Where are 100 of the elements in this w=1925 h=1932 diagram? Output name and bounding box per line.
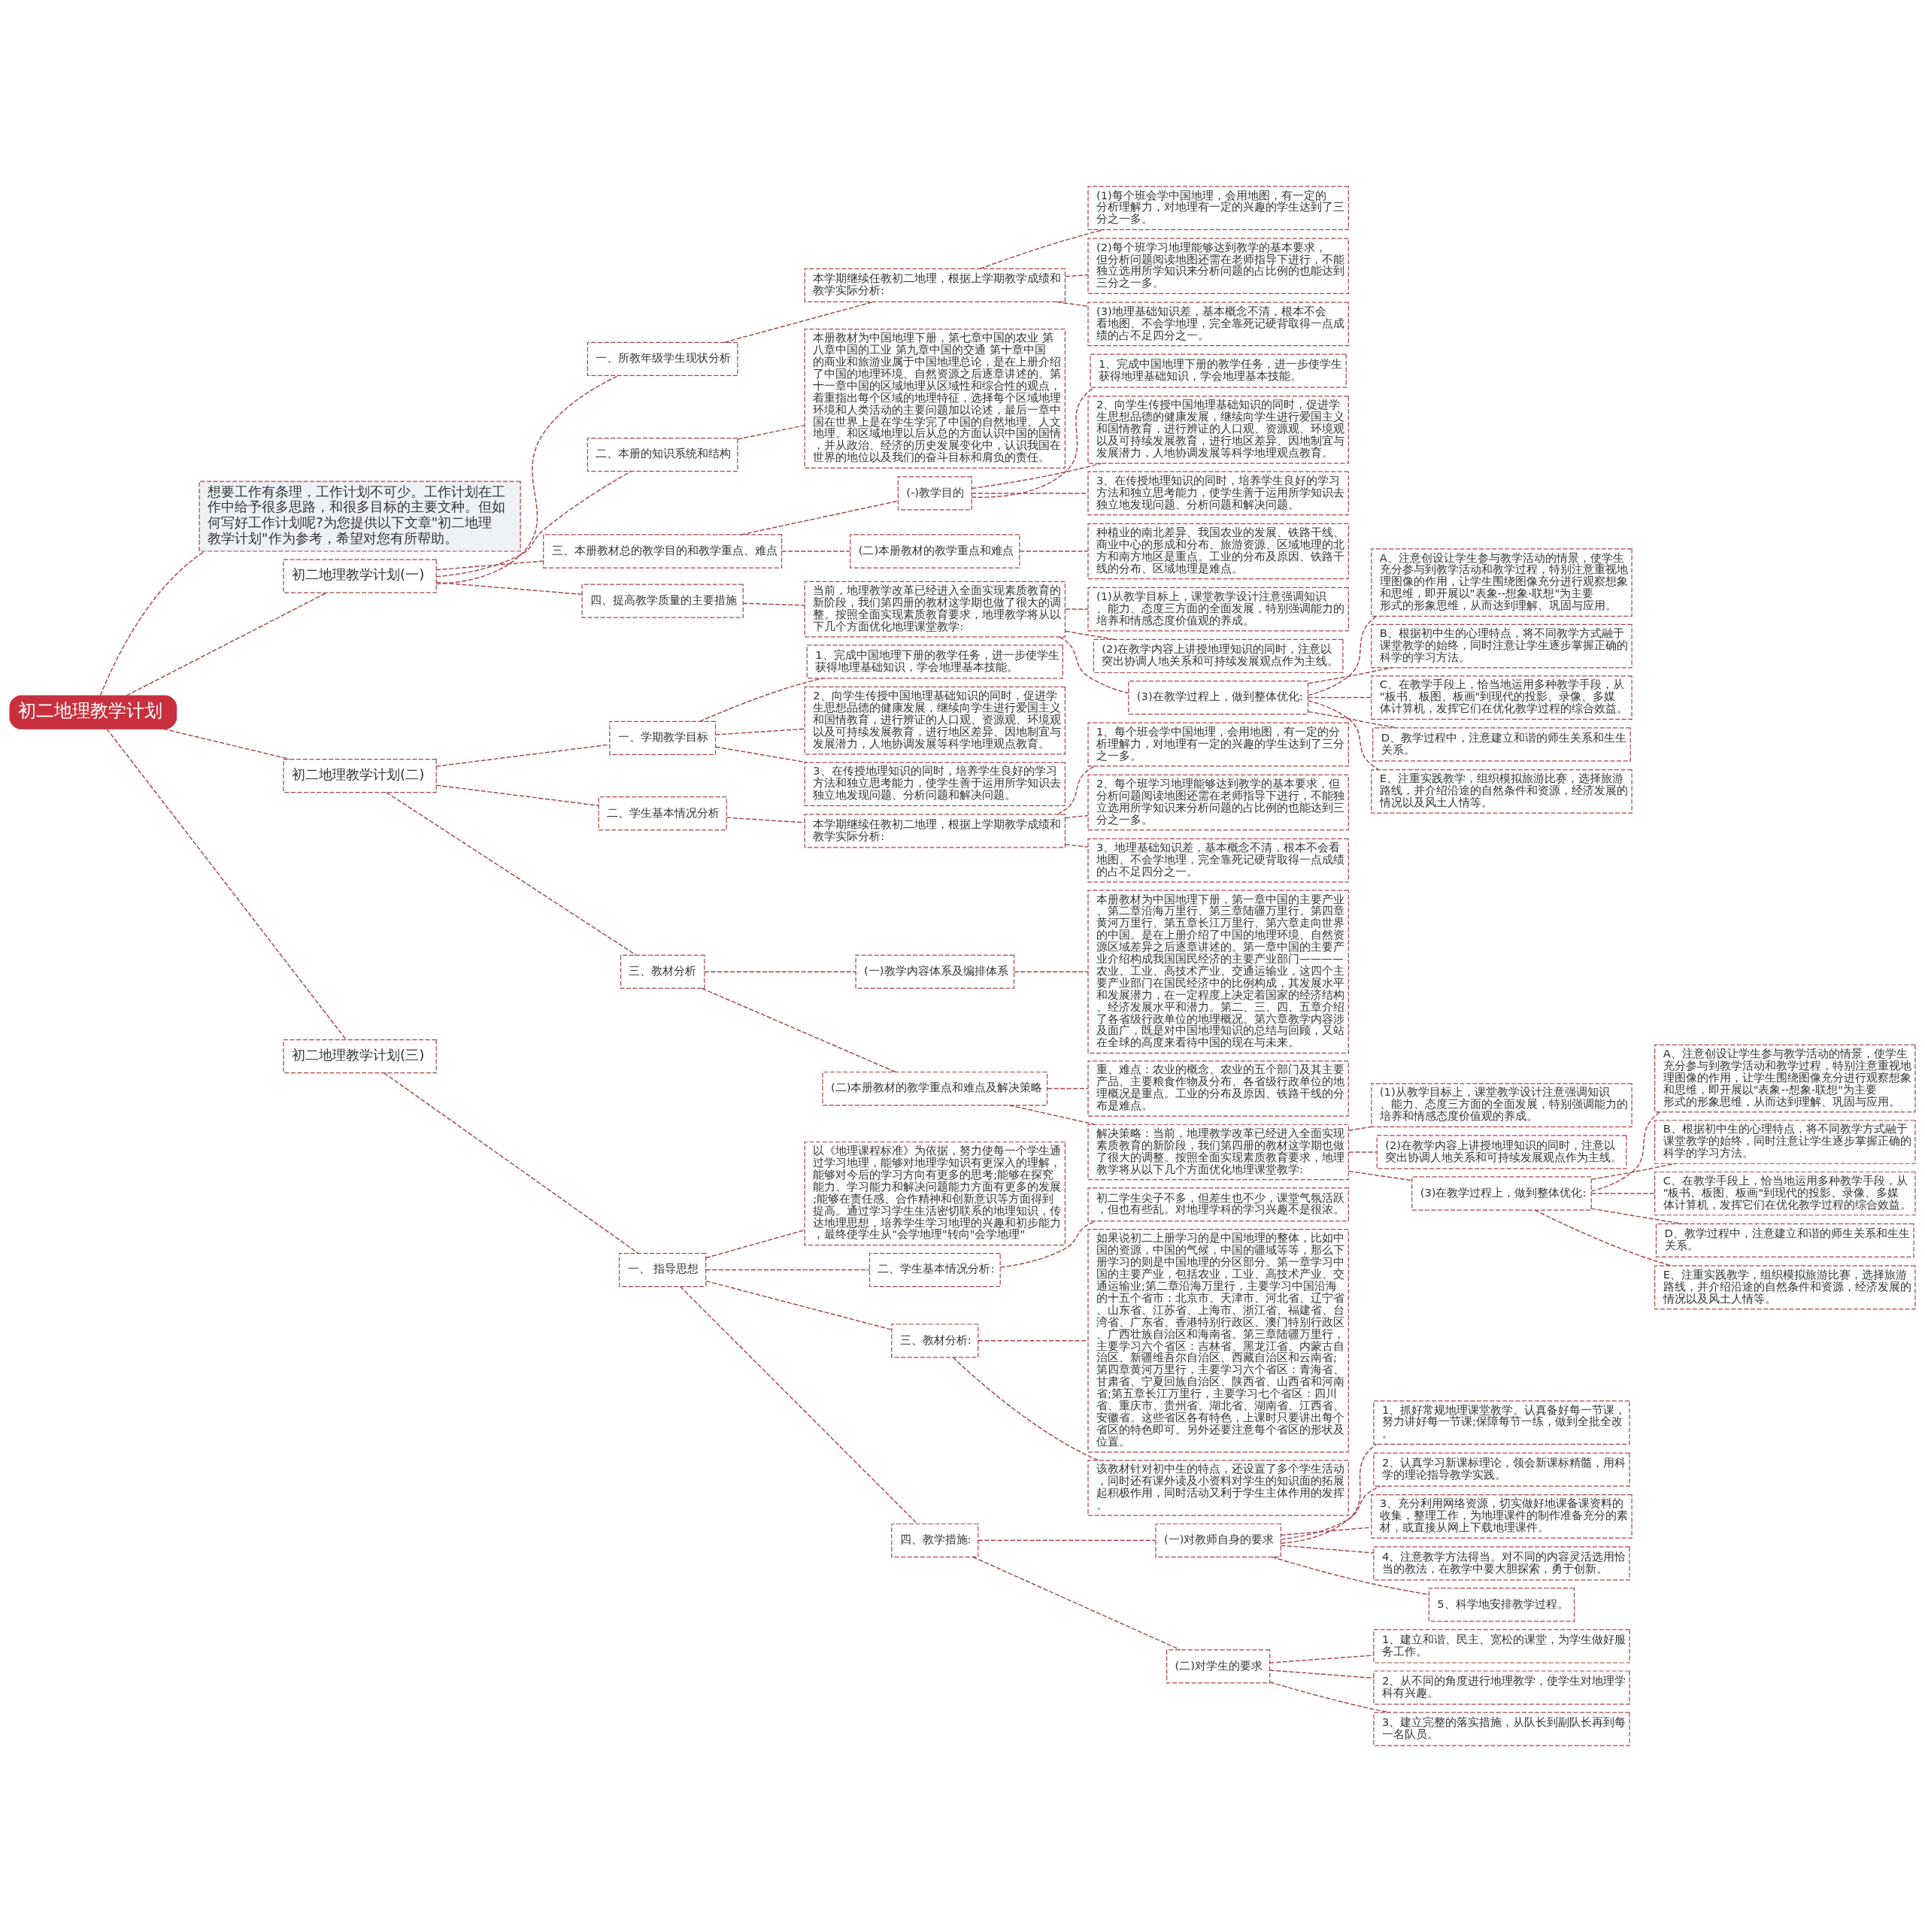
node-box: (二)本册教材的教学重点和难点及解决策略 [822, 1071, 1048, 1106]
connector [1008, 1104, 1096, 1125]
connector [978, 1539, 1157, 1541]
node-box: (2)在教学内容上讲授地理知识的同时，注意以突出协调人地关系和可持续发展观点作为主线。 [1093, 638, 1344, 674]
connector [1590, 1193, 1656, 1194]
connector [1280, 1527, 1372, 1536]
connector [701, 987, 896, 1072]
node-box: 四、教学措施: [891, 1523, 979, 1557]
connector [435, 581, 583, 596]
connector [1281, 1443, 1378, 1544]
node-box: 5、科学地安排教学过程。 [1428, 1588, 1575, 1622]
node-box: 初二地理教学计划 [9, 695, 177, 729]
node-box: 本学期继续任教初二地理，根据上学期教学成绩和教学实际分析: [804, 814, 1066, 848]
node-box: 当前，地理教学改革已经进入全面实现素质教育的新阶段，我们第四册的教材这学期也做了很大的调整。按照全面实现素质教育要求，地理教学将从以下几个方面优化地理课堂教学: [804, 581, 1066, 638]
connector [1019, 550, 1089, 552]
connector [126, 592, 328, 696]
node-box: 如果说初二上册学习的是中国地理的整体，比如中国的资源，中国的气候，中国的疆域等等，那么下册学习的则是中国地理的分区部分。第一章学习中国的主要产业，包括农业，工业、高技术产业、交通运输业;第二章沿海万里行，主要学习中国沿海的十五个省市：北京市、天津市、河北省、辽宁省、山东省、江苏省、上海市、浙江省、福建省、台湾省、广东省、香港特别行政区、澳门特别行政区、广西壮族自治区和海南省。第三章陆疆万里行，主要学习六个省区：吉林省、黑龙江省、内蒙古自治区、新疆维吾尔自治区、西藏自治区和云南省;第四章黄河万里行，主要学习六个省区：青海省、甘肃省、宁夏回族自治区、陕西省、山西省和河南省;第五章长江万里行，主要学习七个省区：四川省、重庆市、贵州省、湖北省、湖南省、江西省、安徽省。这些省区各有特色，上课时只要讲出每个省区的特色即可。另外还要注意每个省区的形状及位置。 [1087, 1229, 1349, 1453]
connector [1590, 1208, 1684, 1225]
connector [1065, 608, 1089, 610]
node-box: B、根据初中生的心理特点，将不同教学方式融于课堂教学的始终，同时注意让学生逐步掌握正确的科学的学习方法。 [1654, 1120, 1916, 1164]
connector [1065, 274, 1089, 278]
connector [971, 463, 1102, 490]
node-box: 2、每个班学习地理能够达到教学的基本要求，但分析问题阅读地图还需在老师指导下进行，不能独立选用所学知识来分析问题的占比例的也能达到三分之一多。 [1087, 774, 1349, 831]
node-box: D、教学过程中，注意建立和谐的师生关系和生生关系。 [1372, 727, 1631, 762]
connector [737, 424, 805, 440]
connector [979, 229, 1105, 270]
node-box: 一、所教年级学生现状分析 [587, 341, 738, 376]
node-box: 以《地理课程标准》为依据，努力使每一个学生通过学习地理，能够对地理学知识有更深入的理解，能够对今后的学习方向有更多的思考;能够在探究能力、学习能力和解决问题能力方面有更多的发展;能够在责任感、合作精神和创新意识等方面得到提高。通过学习学生生活密切联系的地理知识，传达地理思想，培养学生学习地理的兴趣和初步能力，最终使学生从"会学地理"转向"会学地理" [804, 1141, 1066, 1246]
connector [715, 728, 805, 735]
node-box: (3)在教学过程上，做到整体优化: [1411, 1176, 1592, 1211]
node-box: 一、 指导思想 [619, 1252, 707, 1287]
node-box: (3)在教学过程上，做到整体优化: [1128, 680, 1309, 715]
node-box: 初二学生尖子不多，但差生也不少，课堂气氛活跃，但也有些乱。对地理学科的学习兴趣不是很浓。 [1087, 1187, 1349, 1222]
connector [1307, 700, 1379, 771]
connector [1269, 1654, 1375, 1664]
connector [1534, 1209, 1672, 1266]
node-box: 重、难点：农业的概念、农业的五个部门及其主要产品、主要粮食作物及分布、各省级行政单位的地理概况是重点。工业的分布及原因、铁路干线的分布是难点。 [1087, 1060, 1349, 1117]
node-box: 2、向学生传授中国地理基础知识的同时，促进学生思想品德的健康发展，继续向学生进行爱国主义和国情教育，进行辨证的人口观、资源观、环境观以及可持续发展教育，进行地区差异、因地制宜与发展潜力，人地协调发展等科学地理观点教育。 [1087, 396, 1349, 464]
connector [435, 375, 620, 585]
node-box: 种植业的南北差异、我国农业的发展、铁路干线、商业中心的形成和分布、旅游资源、区域地理的北方和南方地区是重点。工业的分布及原因、铁路干线的分布、区域地理是难点。 [1087, 523, 1349, 580]
node-box: C、在教学手段上，恰当地运用多种教学手段，从"板书、板图、板画"到现代的投影、录像、多媒体计算机，发挥它们在优化教学过程的综合效益。 [1371, 675, 1632, 720]
node-box: 3、地理基础知识差，基本概念不清，根本不会看地图、不会学地理，完全靠死记硬背取得一点成绩的占不足四分之一。 [1087, 838, 1349, 883]
connector [435, 470, 632, 578]
node-box: (1)每个班会学中国地理，会用地图，有一定的分析理解力，对地理有一定的兴趣的学生达到了三分之一多。 [1087, 186, 1349, 230]
node-box: (1)从教学目标上，课堂教学设计注意强调知识、能力、态度三方面的全面发展，特别强调能力的培养和情感态度价值观的养成。 [1371, 1083, 1632, 1127]
node-box: 三、本册教材总的教学目的和教学重点、难点 [543, 534, 783, 569]
node-box: 初二地理教学计划(二) [283, 758, 437, 793]
node-box: 该教材针对初中生的特点，还设置了多个学生活动，同时还有课外读及小资料对学生的知识面的拓展起积极作用，同时活动又利于学生主体作用的发挥。 [1087, 1460, 1349, 1516]
node-box: 三、教材分析: [891, 1324, 979, 1358]
node-box: (2)每个班学习地理能够达到教学的基本要求，但分析问题阅读地图还需在老师指导下进行，不能独立选用所学知识来分析问题的占比例的也能达到三分之一多。 [1087, 238, 1349, 295]
connector [972, 1556, 1181, 1651]
connector [1057, 766, 1095, 815]
node-box: E、注重实践教学，组织模拟旅游比赛，选择旅游路线，并介绍沿途的自然条件和资源，经济发展的情况以及风土人情等。 [1654, 1265, 1916, 1310]
node-box: (二)本册教材的教学重点和难点 [850, 534, 1020, 569]
connector [1047, 1087, 1089, 1090]
node-box: 2、从不同的角度进行地理教学，使学生对地理学科有兴趣。 [1373, 1670, 1630, 1705]
connector [1059, 636, 1129, 694]
connector [952, 1357, 1099, 1461]
connector [1065, 630, 1117, 641]
connector [1348, 1170, 1412, 1181]
connector [1348, 1126, 1372, 1131]
node-box: 1、完成中国地理下册的教学任务，进一步使学生获得地理基础知识，学会地理基本技能。 [806, 645, 1063, 679]
node-box: 解决策略：当前，地理教学改革已经进入全面实现素质教育的新阶段，我们第四册的教材这学期也做了很大的调整。按照全面实现素质教育要求，地理教学将从以下几个方面优化地理课堂教学: [1087, 1124, 1349, 1181]
connector [715, 746, 808, 763]
node-box: 二、本册的知识系统和结构 [587, 437, 738, 472]
node-box: (二)对学生的要求 [1166, 1649, 1271, 1684]
node-box: (3)地理基础知识差，基本概念不清，根本不会看地图、不会学地理，完全靠死记硬背取得一点成绩的占不足四分之一。 [1087, 302, 1349, 347]
node-box: (2)在教学内容上讲授地理知识的同时，注意以突出协调人地关系和可持续发展观点作为主线。 [1376, 1135, 1627, 1169]
node-box: (一)教学内容体系及编排体系 [855, 954, 1015, 989]
node-box: C、在教学手段上，恰当地运用多种教学手段，从"板书、板图、板画"到现代的投影、录像、多媒体计算机，发挥它们在优化教学过程的综合效益。 [1654, 1171, 1916, 1216]
node-box: D、教学过程中，注意建立和谐的师生关系和生生关系。 [1655, 1223, 1914, 1258]
connector [705, 1269, 871, 1271]
connector [999, 1221, 1096, 1269]
connector [971, 493, 1089, 494]
node-box: 二、学生基本情况分析 [598, 796, 727, 831]
node-box: A、注意创设让学生参与教学活动的情景，使学生充分参与到教学活动和教学过程，特别注意重视地理图像的作用，让学生围绕图像充分进行观察想象和思维，即开展以"表象--想象-联想"为主要形式的形象思维，从而达到理解、巩固与应用。 [1371, 548, 1632, 617]
node-box: 一、学期教学目标 [609, 720, 717, 755]
node-box: 三、教材分析 [620, 954, 705, 989]
connector [162, 728, 290, 760]
connector [1281, 1485, 1381, 1540]
node-box: 3、充分利用网络资源，切实做好地课备课资料的收集，整理工作，为地理课件的制作准备充分的素材，或直接从网上下载地理课件。 [1371, 1494, 1632, 1539]
node-box: 本学期继续任教初二地理，根据上学期教学成绩和教学实际分析: [804, 268, 1066, 303]
connector [1308, 696, 1372, 699]
connector [435, 744, 611, 767]
node-box: E、注重实践教学，组织模拟旅游比赛，选择旅游路线，并介绍沿途的自然条件和资源，经济发展的情况以及风土人情等。 [1371, 769, 1632, 814]
node-box: 2、向学生传授中国地理基础知识的同时，促进学生思想品德的健康发展，继续向学生进行爱国主义和国情教育，进行辨证的人口观、资源观、环境观以及可持续发展教育，进行地区差异、因地制宜与发展潜力，人地协调发展等科学地理观点教育。 [804, 686, 1066, 755]
connector [726, 817, 805, 823]
node-box: 初二地理教学计划(一) [283, 559, 437, 593]
node-box: 1、每个班会学中国地理，会用地图，有一定的分析理解力，对地理有一定的兴趣的学生达到了三分之一多。 [1087, 722, 1349, 767]
node-box: 本册教材为中国地理下册，第一章中国的主要产业、第二章沿海万里行、第三章陆疆万里行、第四章黄河万里行、第五章长江万里行、第六章走向世界的中国。是在上册介绍了中国的地理环境、自然资源区域差异之后逐章讲述的。第一章中国的主要产业介绍构成我国国民经济的主要产业部门————农业、工业、高技术产业、交通运输业，这四个主要产业部门在国民经济中的比例构成，其发展水平和发展潜力，在一定程度上决定着国家的经济结构、经济发展水平和潜力。第二、三、四、五章介绍了各省级行政单位的地理概况。第六章教学内容涉及面广，既是对中国地理知识的总结与回顾，又站在全球的高度来看待中国的现在与未来。 [1087, 890, 1349, 1054]
node-box: (一)对教师自身的要求 [1155, 1523, 1281, 1557]
node-box: 四、提高教学质量的主要措施 [581, 584, 744, 618]
connector [1280, 1545, 1375, 1554]
connector [1308, 667, 1393, 684]
connector [699, 678, 824, 723]
node-box: 想要工作有条理，工作计划不可少。工作计划在工作中给予很多思路，和很多目标的主要文种。但如何写好工作计划呢?为您提供以下文章"初二地理教学计划"作为参考，希望对您有所帮助。 [199, 481, 521, 552]
connector [1590, 1163, 1676, 1180]
connector [1065, 814, 1089, 819]
connector [1269, 1670, 1375, 1679]
node-box: 2、认真学习新课标理论，领会新课标精髓，用科学的理论指导教学实践。 [1373, 1452, 1630, 1487]
